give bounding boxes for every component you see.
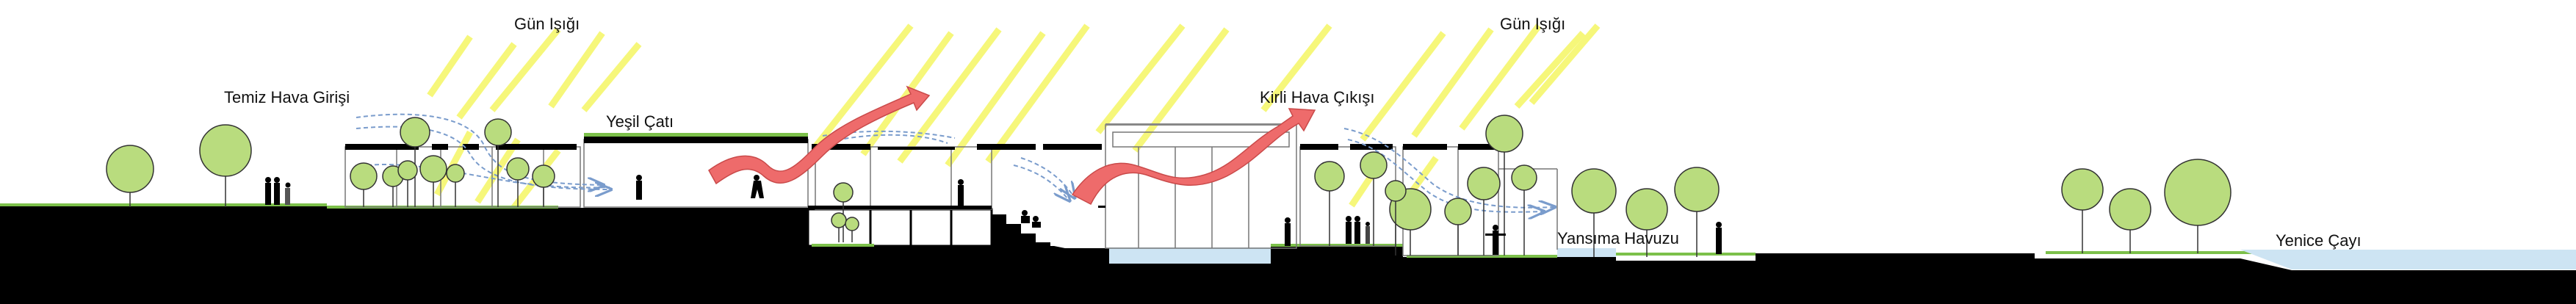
ground-section (0, 206, 2576, 304)
label-river: Yenice Çayı (2276, 231, 2362, 250)
label-reflection-pool: Yansıma Havuzu (1557, 229, 1679, 247)
floor-slabs (808, 206, 1105, 209)
river-water (2240, 250, 2576, 269)
roof-segments (345, 144, 1498, 150)
hot-air-arrow-right (1071, 108, 1316, 206)
reflection-pool-water (1557, 248, 1616, 257)
person-mid-block (958, 179, 964, 207)
sun-rays-left (427, 27, 642, 219)
person-group-outdoor-left (265, 177, 291, 205)
hot-air-arrow-left (708, 85, 931, 185)
person-walking (751, 175, 764, 198)
person-green-roof (636, 175, 642, 200)
label-sunlight-left: Gün Işığı (514, 15, 580, 33)
green-roof-slab (584, 136, 808, 143)
sun-rays-center (812, 23, 1230, 167)
pool-water-center (1109, 247, 1271, 264)
atrium-roof (1105, 123, 1296, 126)
people (265, 175, 1722, 255)
label-fresh-air-inlet: Temiz Hava Girişi (224, 88, 350, 106)
trees (106, 115, 2232, 257)
green-roof-vegetation (584, 133, 808, 137)
label-sunlight-right: Gün Işığı (1500, 15, 1565, 33)
label-dirty-air-outlet: Kirli Hava Çıkışı (1260, 88, 1374, 106)
person-arms-out (1485, 225, 1506, 255)
person-atrium (1285, 217, 1291, 246)
stairs (992, 214, 1050, 248)
label-green-roof: Yeşil Çatı (606, 112, 674, 131)
people-stairs (1021, 210, 1041, 228)
person-group-right (1346, 216, 1370, 244)
person-pool (1716, 222, 1722, 254)
